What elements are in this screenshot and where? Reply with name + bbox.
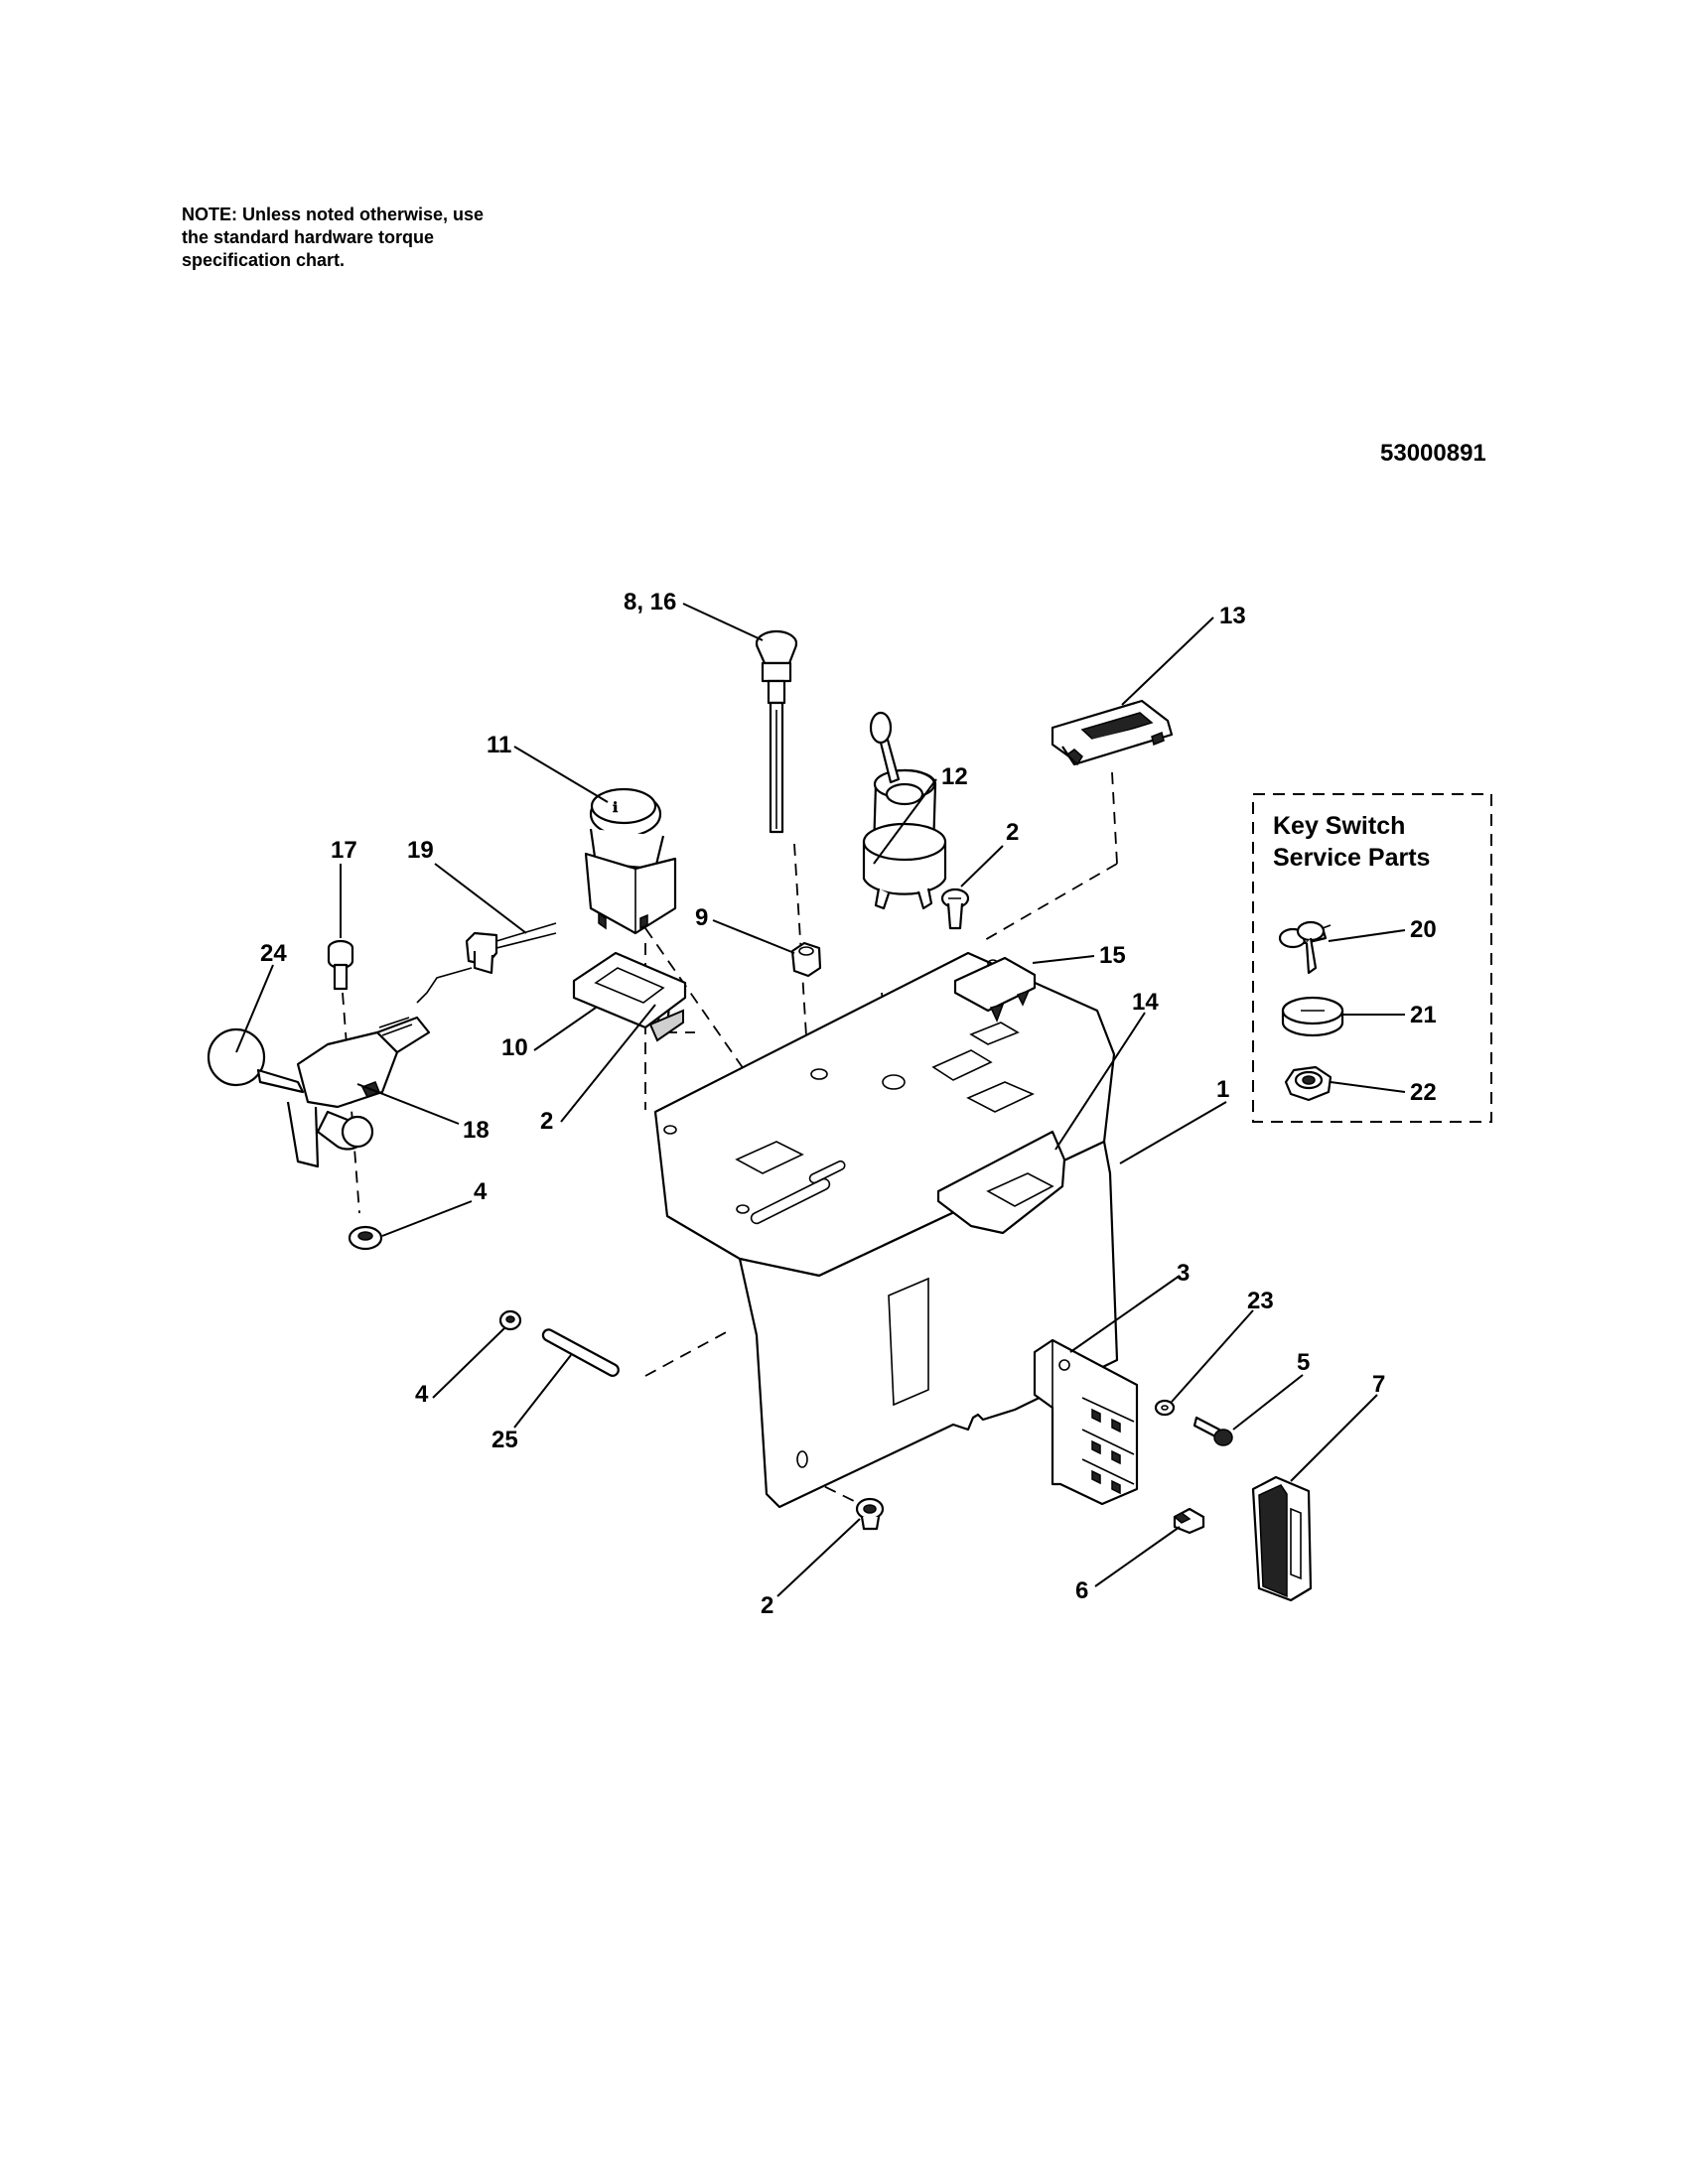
callout-8-16: 8, 16 (624, 589, 676, 615)
fuse-part-6 (1173, 1507, 1205, 1535)
throttle-lever-part-24-18 (207, 1016, 431, 1168)
harness-part-19 (416, 922, 557, 1004)
ignition-switch-part-12 (862, 711, 947, 910)
note-line-2: the standard hardware torque (182, 227, 435, 247)
callout-1: 1 (1216, 1076, 1229, 1103)
callout-10: 10 (501, 1034, 528, 1061)
callout-labels: 8, 16 13 11 12 2 17 19 9 15 24 10 14 2 1… (260, 589, 1437, 1619)
screw-part-2-bottom (855, 1497, 885, 1531)
callout-2-left: 2 (540, 1108, 553, 1135)
key-switch-service-parts-box: Key Switch Service Parts (1252, 793, 1492, 1123)
callout-9: 9 (695, 904, 708, 931)
callout-23: 23 (1247, 1288, 1274, 1314)
nut-part-4-left (498, 1309, 522, 1331)
torque-note: NOTE: Unless noted otherwise, use the st… (182, 204, 579, 272)
boot-part-21 (1281, 996, 1344, 1037)
callout-2-bottom: 2 (761, 1592, 773, 1619)
inset-title-line-2: Service Parts (1273, 844, 1430, 872)
choke-cable-part-8-16 (755, 629, 798, 834)
callout-25: 25 (491, 1427, 518, 1453)
note-line-1: NOTE: Unless noted otherwise, use (182, 205, 485, 224)
callout-17: 17 (331, 837, 357, 864)
svg-text:ℹ: ℹ (613, 799, 619, 815)
callout-13: 13 (1219, 603, 1246, 629)
pin-part-17 (327, 939, 354, 991)
figure-number: 53000891 (1380, 440, 1486, 467)
leader-lines (235, 603, 1406, 1597)
callout-4-right: 4 (474, 1178, 488, 1205)
note-line-3: specification chart. (182, 250, 346, 270)
callout-19: 19 (407, 837, 434, 864)
callout-11: 11 (487, 732, 511, 758)
callout-24: 24 (260, 940, 287, 967)
callout-2-top: 2 (1006, 819, 1019, 846)
callout-6: 6 (1075, 1577, 1088, 1604)
nut-part-22 (1284, 1065, 1333, 1102)
bezel-part-10 (572, 951, 687, 1042)
pto-switch-part-11: ℹ (584, 787, 677, 935)
hour-meter-part-13 (1051, 699, 1174, 766)
fuse-cover-part-7 (1251, 1475, 1313, 1602)
rod-part-25 (541, 1328, 620, 1377)
nut-part-4-right (348, 1225, 383, 1251)
callout-14: 14 (1132, 989, 1159, 1016)
callout-15: 15 (1099, 942, 1126, 969)
washer-part-23 (1154, 1399, 1176, 1417)
fuse-block-part-3 (1033, 1338, 1139, 1506)
callout-4-left: 4 (415, 1381, 429, 1408)
callout-3: 3 (1177, 1260, 1190, 1287)
screw-part-5 (1193, 1416, 1233, 1446)
callout-21: 21 (1410, 1002, 1437, 1028)
cover-part-15 (953, 956, 1037, 1023)
callout-7: 7 (1372, 1371, 1385, 1398)
keys-part-20 (1278, 920, 1332, 975)
screw-part-2-top (940, 887, 970, 930)
callout-20: 20 (1410, 916, 1437, 943)
nut-part-9 (790, 941, 822, 978)
control-panel-bracket (653, 951, 1119, 1509)
callout-12: 12 (941, 763, 968, 790)
callout-5: 5 (1297, 1349, 1310, 1376)
callout-18: 18 (463, 1117, 490, 1144)
callout-22: 22 (1410, 1079, 1437, 1106)
inset-title-line-1: Key Switch (1273, 812, 1405, 840)
